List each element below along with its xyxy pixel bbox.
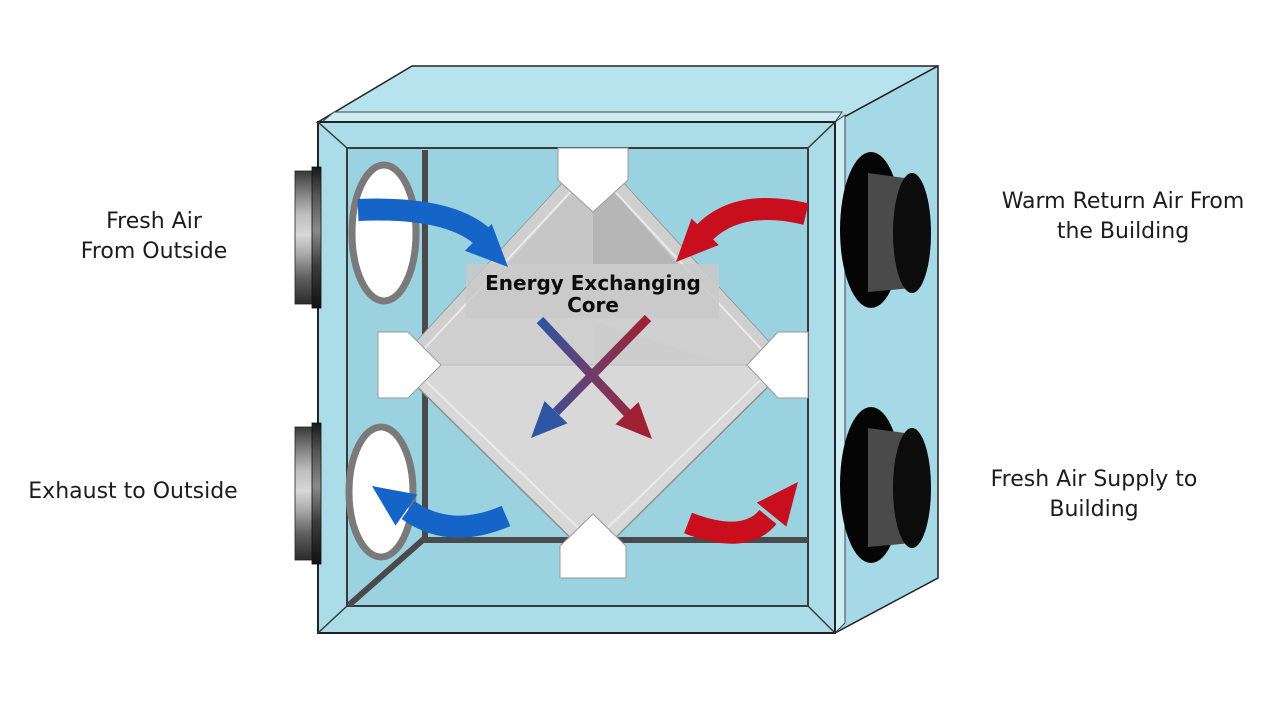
fresh-supply-out-arrow <box>684 482 798 544</box>
label-fresh-air-from-outside: Fresh Air From Outside <box>24 207 284 267</box>
label-line: From Outside <box>80 239 228 264</box>
label-fresh-air-supply: Fresh Air Supply to Building <box>934 465 1254 525</box>
label-line: Fresh Air <box>106 209 202 234</box>
exhaust-out-arrow <box>372 486 511 538</box>
core-warm-cooling-arrow <box>531 314 652 438</box>
core-label-band <box>466 264 719 318</box>
frame-corner-bevels <box>317 121 836 634</box>
label-exhaust-to-outside: Exhaust to Outside <box>13 477 253 507</box>
warm-return-intake-arrow <box>676 198 809 262</box>
core-notch-top <box>557 147 629 213</box>
cabinet-top-bevel <box>320 111 843 123</box>
core-air-notches <box>377 147 809 579</box>
core-notch-bottom <box>559 513 627 579</box>
label-line: Exhaust to Outside <box>28 479 238 504</box>
fresh-air-intake-arrow <box>357 198 508 267</box>
intake-port-opening <box>348 161 420 305</box>
label-line: the Building <box>1056 219 1190 244</box>
label-line: Building <box>1049 497 1139 522</box>
label-line: Warm Return Air From <box>1001 189 1245 214</box>
label-line: Fresh Air Supply to <box>990 467 1198 492</box>
duct-fresh-supply <box>840 407 931 563</box>
label-line: Core <box>567 293 619 317</box>
label-warm-return-air: Warm Return Air From the Building <box>963 187 1279 247</box>
label-line: Energy Exchanging <box>485 271 701 295</box>
core-notch-left <box>377 331 442 399</box>
core-cold-warming-arrow <box>536 316 652 439</box>
duct-fresh-air-intake <box>294 166 322 309</box>
duct-warm-return <box>840 152 931 308</box>
label-energy-exchanging-core: Energy Exchanging Core <box>463 272 723 316</box>
core-notch-right <box>746 331 809 399</box>
cabinet-right-bevel <box>834 114 846 635</box>
duct-exhaust <box>294 422 322 565</box>
